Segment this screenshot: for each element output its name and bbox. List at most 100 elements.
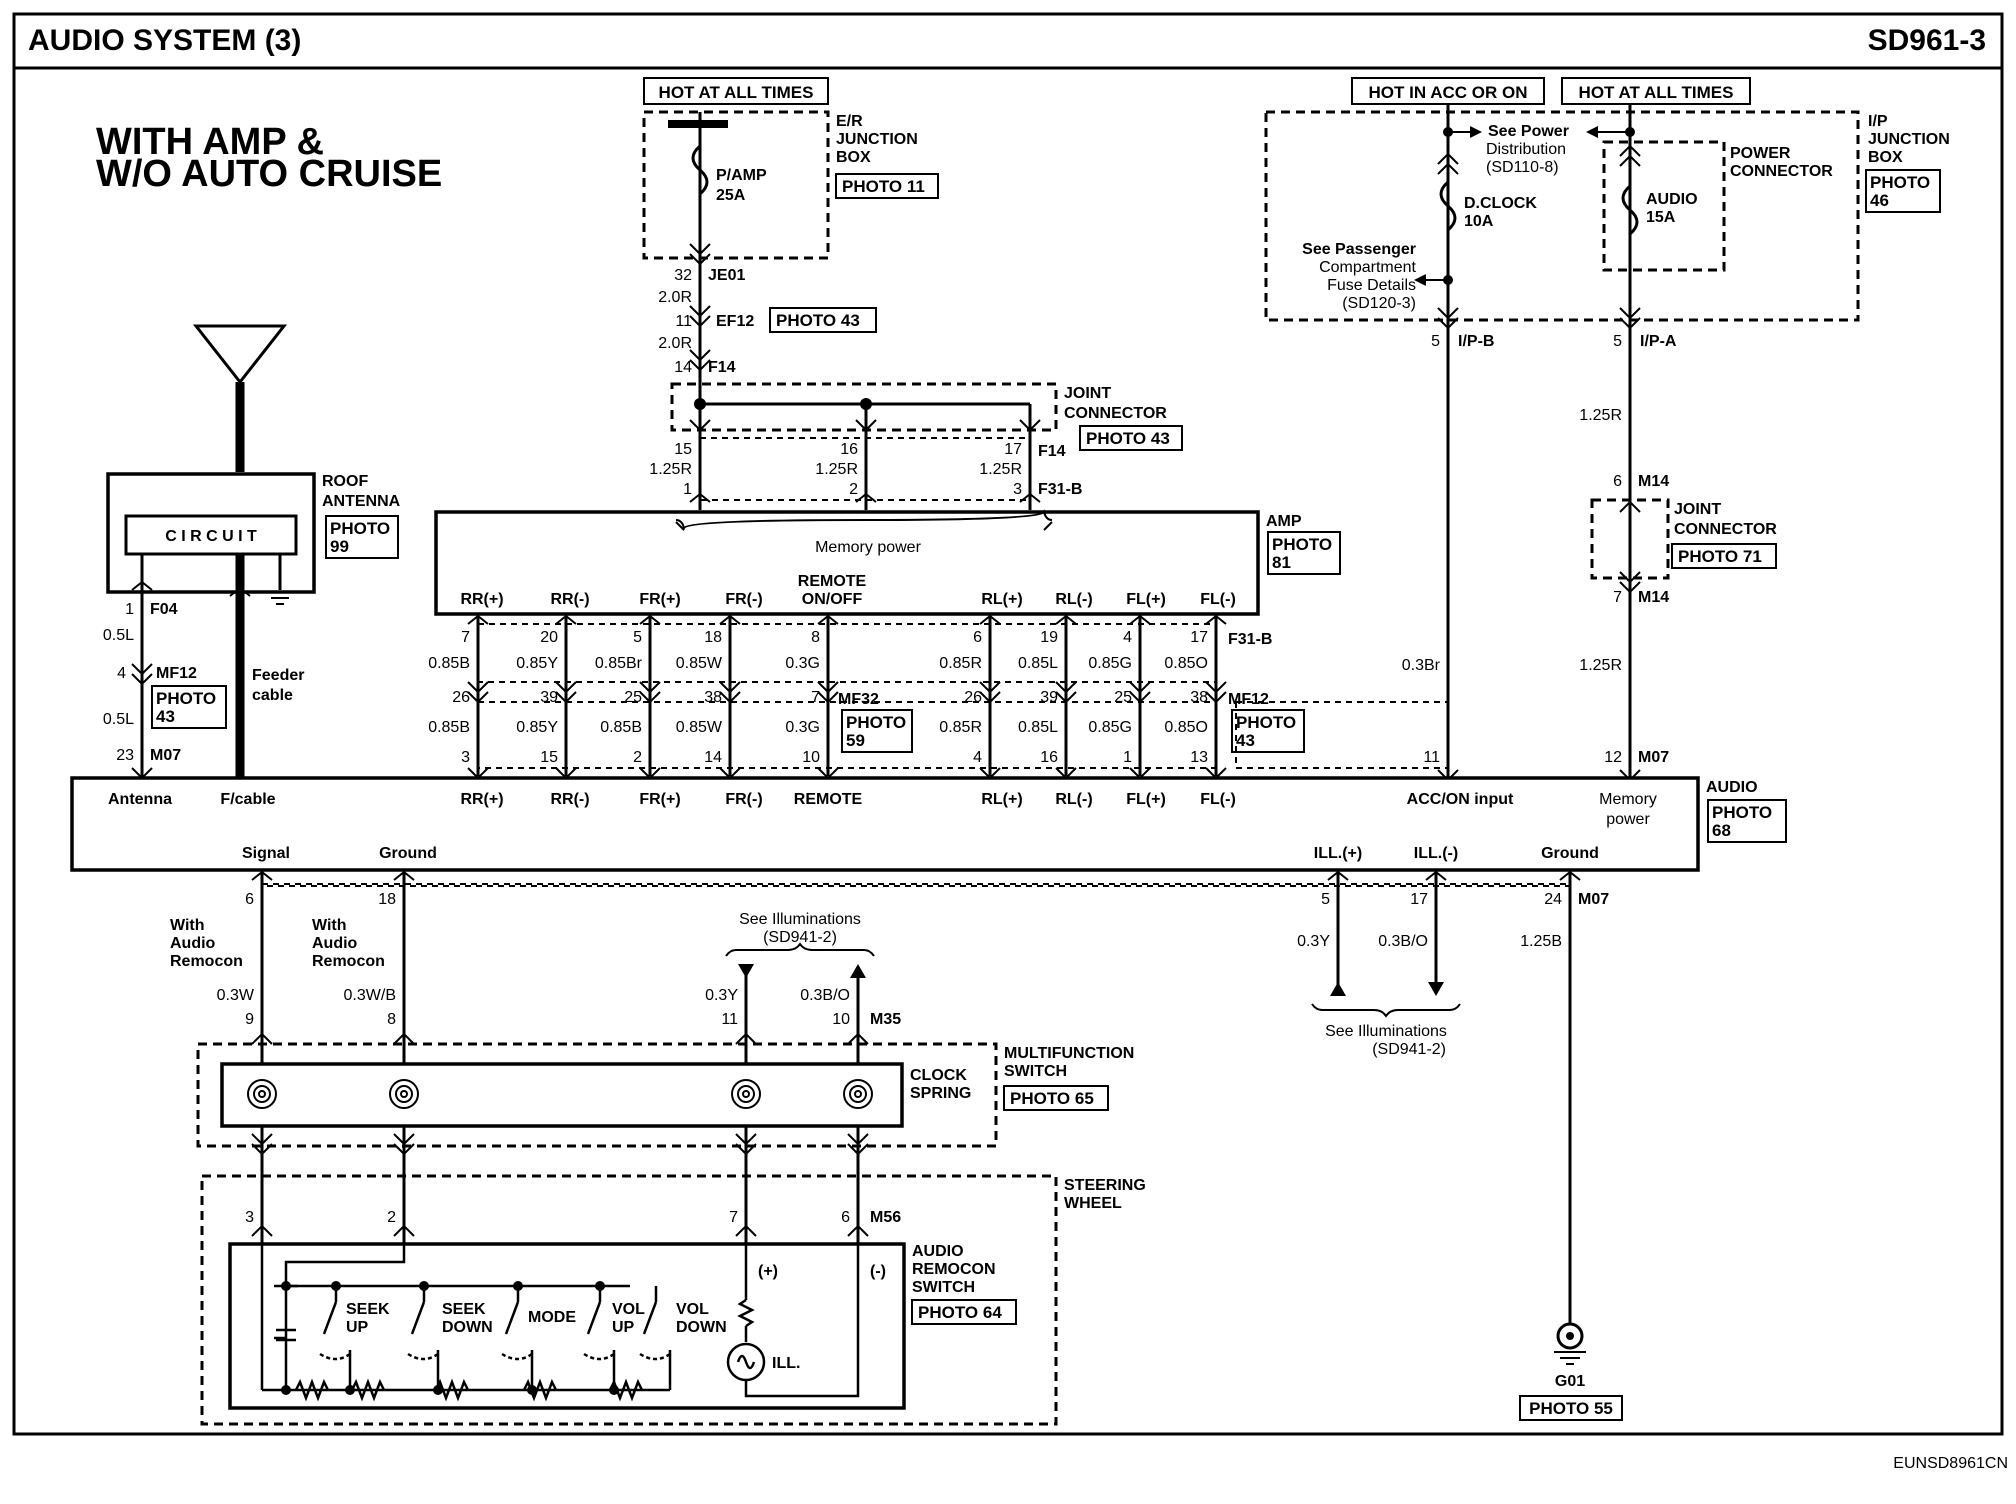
- multifunction-switch: [196, 1042, 998, 1148]
- mf12-connector: MF12: [1228, 691, 1269, 708]
- ground-icon: [266, 591, 294, 605]
- amp-pin-4: 4: [1123, 629, 1132, 646]
- antenna-mf12: MF12: [156, 665, 197, 682]
- remocon-plus: (+): [758, 1263, 778, 1280]
- see-power-3: (SD110-8): [1486, 159, 1559, 176]
- roof-antenna-label-2: ANTENNA: [322, 493, 401, 510]
- ip-box-label-2: JUNCTION: [1868, 131, 1950, 148]
- seek-down-button-1: SEEK: [442, 1301, 486, 1318]
- amp-pin-19: 19: [1040, 629, 1058, 646]
- vol-up-button-2: UP: [612, 1319, 635, 1336]
- audio-acc-on-input: ACC/ON input: [1407, 791, 1514, 808]
- antenna-m07: M07: [150, 747, 181, 764]
- amp-unit: [434, 510, 1260, 616]
- audio-photo-1: PHOTO: [1712, 803, 1772, 822]
- audio-pin-14: 14: [704, 749, 722, 766]
- wire-2-0r-a: 2.0R: [658, 289, 692, 306]
- wire-rr-minus-b: 0.85Y: [516, 719, 558, 736]
- see-ill-bottom-1: See Illuminations: [1325, 1023, 1447, 1040]
- subtitle-line-2: W/O AUTO CRUISE: [96, 153, 442, 195]
- hot-at-all-times-label-2: HOT AT ALL TIMES: [1579, 83, 1734, 102]
- connector-ipa: I/P-A: [1640, 333, 1677, 350]
- connector-m07-right: M07: [1638, 749, 1669, 766]
- mf12-photo-1: PHOTO: [1236, 713, 1296, 732]
- wire-fr-plus-a: 0.85Br: [595, 655, 643, 672]
- audio-ill-plus: ILL.(+): [1314, 845, 1362, 862]
- mf-pin-7: 7: [811, 689, 820, 706]
- amp-pin-17: 17: [1190, 629, 1208, 646]
- audio-fr-minus: FR(-): [725, 791, 762, 808]
- see-passenger-3: Fuse Details: [1327, 277, 1416, 294]
- joint2-photo: PHOTO 71: [1678, 547, 1762, 566]
- remocon1-line-1: With: [170, 917, 205, 934]
- er-box-label-2: JUNCTION: [836, 131, 918, 148]
- mf32-connector: MF32: [838, 691, 879, 708]
- sw-pin-7: 7: [729, 1209, 738, 1226]
- sw-pin-3: 3: [245, 1209, 254, 1226]
- wire-fr-plus-b: 0.85B: [600, 719, 642, 736]
- amp-photo-1: PHOTO: [1272, 535, 1332, 554]
- ill-pin-17: 17: [1410, 891, 1428, 908]
- ip-box-label-1: I/P: [1868, 113, 1888, 130]
- audio-label: AUDIO: [1706, 779, 1758, 796]
- wire-memory-1: 1.25R: [1579, 407, 1622, 424]
- connector-ef12: EF12: [716, 313, 754, 330]
- ef12-photo: PHOTO 43: [776, 311, 860, 330]
- amp-rl-minus: RL(-): [1055, 591, 1092, 608]
- amp-pin-5: 5: [633, 629, 642, 646]
- wire-ill-bo: 0.3B/O: [1378, 933, 1428, 950]
- wire-rl-minus-b: 0.85L: [1018, 719, 1058, 736]
- audio-fl-plus: FL(+): [1126, 791, 1166, 808]
- wire-remote-b: 0.3G: [785, 719, 820, 736]
- hot-at-all-times-box-1: [643, 77, 829, 105]
- joint1-pin-17: 17: [1004, 441, 1022, 458]
- antenna-wire-1: 0.5L: [103, 627, 134, 644]
- steering-label-1: STEERING: [1064, 1177, 1146, 1194]
- memory-pin-12: 12: [1604, 749, 1622, 766]
- ground-pin-18: 18: [378, 891, 396, 908]
- mf12-photo-2: 43: [1236, 731, 1255, 750]
- power-connector-1: POWER: [1730, 145, 1791, 162]
- amp-fl-minus: FL(-): [1200, 591, 1236, 608]
- hot-acc-on-label: HOT IN ACC OR ON: [1369, 83, 1528, 102]
- ipa-pin: 5: [1613, 333, 1622, 350]
- audio-pin-4: 4: [973, 749, 982, 766]
- audio-rl-minus: RL(-): [1055, 791, 1092, 808]
- audio-pin-13: 13: [1190, 749, 1208, 766]
- joint-connector-1: [670, 382, 1058, 432]
- joint1-wire-3: 1.25R: [979, 461, 1022, 478]
- connector-ipb: I/P-B: [1458, 333, 1494, 350]
- joint1-wire-2: 1.25R: [815, 461, 858, 478]
- er-junction-box: [642, 110, 830, 260]
- pamp-fuse-label: P/AMP: [716, 167, 767, 184]
- wire-ill-bo-top: 0.3B/O: [800, 987, 850, 1004]
- antenna-wire-2: 0.5L: [103, 711, 134, 728]
- joint1-wire-1: 1.25R: [649, 461, 692, 478]
- amp-pin-7: 7: [461, 629, 470, 646]
- pin-14: 14: [674, 359, 692, 376]
- see-ill-top-2: (SD941-2): [763, 929, 837, 946]
- audio-fcable: F/cable: [220, 791, 275, 808]
- amp-rr-minus: RR(-): [550, 591, 589, 608]
- wire-ill-y: 0.3Y: [1297, 933, 1330, 950]
- ipb-pin: 5: [1431, 333, 1440, 350]
- amp-fl-plus: FL(+): [1126, 591, 1166, 608]
- wire-fr-minus-b: 0.85W: [676, 719, 723, 736]
- amp-rl-plus: RL(+): [981, 591, 1022, 608]
- vol-down-button-2: DOWN: [676, 1319, 727, 1336]
- feeder-cable-2: cable: [252, 687, 293, 704]
- mf-pin-39b: 39: [1040, 689, 1058, 706]
- antenna-pin-1: 1: [125, 601, 134, 618]
- joint1-pin-15: 15: [674, 441, 692, 458]
- see-power-2: Distribution: [1486, 141, 1566, 158]
- remocon2-line-2: Audio: [312, 935, 358, 952]
- audio-memory-2: power: [1606, 811, 1650, 828]
- ill-pin-10: 10: [832, 1011, 850, 1028]
- joint2-label-2: CONNECTOR: [1674, 521, 1777, 538]
- joint1-lower-3: 3: [1013, 481, 1022, 498]
- remocon-switch-label-1: AUDIO: [912, 1243, 964, 1260]
- pin-32: 32: [674, 267, 692, 284]
- connector-f14: F14: [708, 359, 736, 376]
- wire-fl-plus-a: 0.85G: [1088, 655, 1132, 672]
